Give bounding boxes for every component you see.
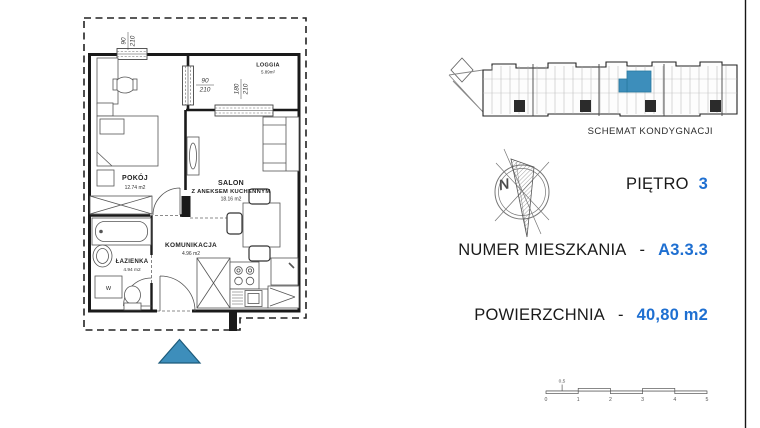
svg-text:90: 90: [201, 78, 209, 85]
svg-text:180: 180: [234, 83, 241, 94]
furniture: [89, 57, 300, 311]
window-loggia-main: [214, 104, 274, 117]
washing-machine: [94, 275, 123, 299]
building-schematic: [448, 57, 738, 117]
svg-text:210: 210: [243, 83, 250, 95]
scale-tick-0: 0: [545, 397, 548, 403]
schematic-outline: [482, 61, 738, 117]
dim-window-side: 90 210: [196, 78, 214, 94]
desk-chair: [112, 76, 138, 94]
tv-stand: [186, 136, 200, 176]
apartment-number-value: A3.3.3: [658, 241, 708, 259]
area-separator: -: [617, 306, 624, 324]
room-sublabel-salon: Z ANEKSEM KUCHENNYM: [192, 189, 271, 195]
dining-chairs: [226, 188, 271, 262]
room-area-komunikacja: 4.96 m2: [182, 251, 200, 257]
floor-plan: POKÓJ 12.74 m2 SALON Z ANEKSEM KUCHENNYM…: [83, 17, 307, 364]
area-label: POWIERZCHNIA: [474, 306, 605, 324]
scale-tick-4: 4: [673, 397, 676, 403]
wardrobe-hall: [196, 257, 231, 309]
sofa: [262, 116, 300, 172]
floor-value: 3: [698, 175, 708, 193]
nightstand: [96, 169, 115, 187]
wardrobe-pokoj: [89, 195, 153, 215]
floor-label: PIĘTRO: [625, 175, 689, 193]
wall-openings: [150, 215, 230, 312]
wall-stub-entrance: [229, 311, 237, 331]
kitchen-sink: [229, 288, 269, 309]
area-value: 40,80 m2: [636, 306, 708, 324]
area-row: POWIERZCHNIA - 40,80 m2: [474, 306, 708, 325]
schematic-stair-cores: [514, 100, 721, 112]
scale-tick-3: 3: [641, 397, 644, 403]
scale-half-label: 0,5: [559, 379, 566, 385]
window-symbols: [116, 48, 274, 117]
scale-tick-2: 2: [609, 397, 612, 403]
wall-column: [181, 196, 191, 217]
schematic-caption: SCHEMAT KONDYGNACJI: [587, 126, 713, 137]
dim-window-loggia: 180 210: [234, 79, 250, 99]
room-label-loggia: LOGGIA: [256, 63, 280, 69]
room-label-salon: SALON: [218, 180, 244, 187]
toilet: [123, 285, 142, 311]
entrance-marker: [157, 338, 202, 364]
apartment-number-row: NUMER MIESZKANIA - A3.3.3: [458, 241, 708, 260]
window-loggia-side: [182, 65, 194, 106]
svg-text:90: 90: [121, 37, 128, 45]
compass-needle: [510, 158, 535, 238]
room-area-lazienka: 4.94 m2: [123, 267, 141, 273]
kitchen-counter: [267, 285, 300, 309]
desk: [96, 57, 119, 117]
scale-tick-1: 1: [577, 397, 580, 403]
dim-window-pokoj: 90 210: [121, 32, 137, 50]
svg-text:210: 210: [199, 87, 211, 94]
room-area-salon: 18.16 m2: [221, 197, 242, 203]
sink: [92, 244, 113, 268]
fridge: [270, 257, 299, 286]
bed: [96, 115, 159, 167]
room-label-pokoj: POKÓJ: [122, 173, 148, 182]
apartment-number-separator: -: [639, 241, 646, 259]
room-label-komunikacja: KOMUNIKACJA: [165, 242, 217, 249]
schematic-highlighted-unit: [618, 70, 652, 93]
svg-text:210: 210: [130, 35, 137, 47]
window-pokoj: [116, 48, 148, 60]
apartment-number-label: NUMER MIESZKANIA: [458, 241, 627, 259]
scale-bar: 0,5 0 1 2 3 4 5: [545, 379, 709, 404]
washer-label: W: [106, 286, 112, 292]
schematic-wedge: [448, 69, 488, 117]
kitchen-stove: [229, 261, 260, 290]
compass-north-label: N: [497, 175, 511, 193]
schematic-diamond: [450, 57, 474, 83]
floor-row: PIĘTRO 3: [626, 175, 708, 194]
room-area-loggia: 5.89m²: [261, 70, 276, 75]
room-area-pokoj: 12.74 m2: [125, 185, 146, 191]
schematic-section-walls: [532, 64, 723, 116]
dining-table: [242, 202, 281, 248]
bathtub: [91, 217, 152, 246]
room-label-lazienka: ŁAZIENKA: [116, 259, 149, 265]
scale-tick-5: 5: [706, 397, 709, 403]
compass-rose: N: [494, 148, 550, 238]
plot-boundary: [83, 17, 307, 331]
